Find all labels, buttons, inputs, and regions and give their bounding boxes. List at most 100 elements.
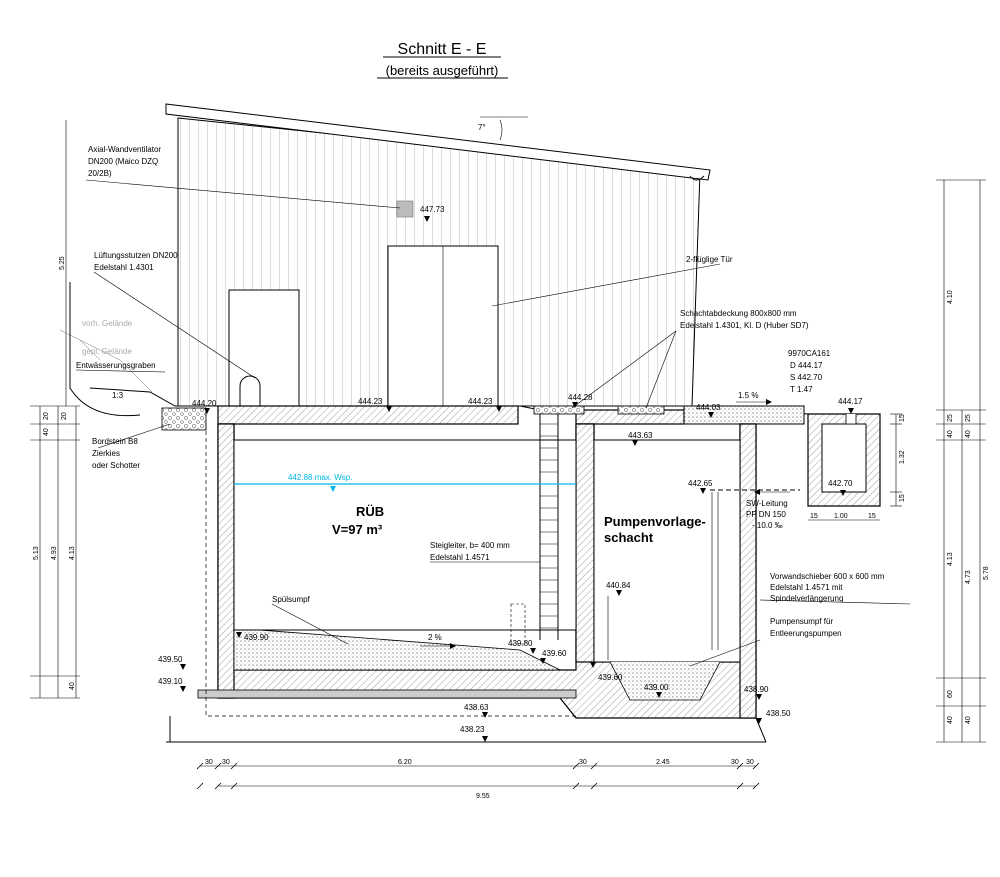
dim-l525: 5.25: [59, 256, 66, 270]
dim-s132: 1.32: [899, 450, 906, 464]
labels: Axial-Wandventilator DN200 (Maico DZQ 20…: [76, 145, 885, 642]
rub-chamber: [233, 439, 577, 631]
pump-shaft-chamber: [593, 439, 741, 663]
elev-43850: 438.50: [766, 709, 791, 718]
dim-s15a: 15: [899, 414, 906, 422]
elev-44363: 443.63: [628, 431, 653, 440]
dim-tick: [230, 762, 238, 770]
label-gefaelle-1: 2 %: [428, 633, 442, 642]
elev-44423a: 444.23: [358, 397, 383, 406]
dim-r413: 4.13: [947, 552, 954, 566]
label-stutzen-2: Edelstahl 1.4301: [94, 263, 154, 272]
base-blinding: [197, 689, 577, 699]
dim-r25a: 25: [947, 414, 954, 422]
label-sumpf-2: Entleerungspumpen: [770, 629, 842, 638]
label-mh-4: T 1.47: [790, 385, 813, 394]
label-rueb-1: RÜB: [356, 504, 384, 519]
label-gefaelle-2: 1.5 %: [738, 391, 758, 400]
dim-245: 2.45: [656, 759, 670, 766]
label-ventilator-1: Axial-Wandventilator: [88, 145, 161, 154]
dim-30b: 30: [222, 759, 230, 766]
roof-angle: 7°: [478, 123, 486, 132]
slide-gate: [510, 603, 526, 645]
top-slab-left: [217, 405, 519, 425]
label-slope: 1:3: [112, 391, 124, 400]
elev-44423b: 444.23: [468, 397, 493, 406]
elev-43960a: 439.60: [542, 649, 567, 658]
gravel-bed: [161, 407, 207, 431]
label-bord-3: oder Schotter: [92, 461, 140, 470]
elev-43960b: 439.60: [598, 673, 623, 682]
shaft-cover: [533, 405, 585, 415]
water-marker: [330, 486, 336, 492]
dim-30d: 30: [731, 759, 739, 766]
label-mh-1: 9970CA161: [788, 349, 831, 358]
dim-s15c: 15: [810, 513, 818, 520]
label-schacht-1: Schachtabdeckung 800x800 mm: [680, 309, 797, 318]
dim-955: 9.55: [476, 793, 490, 800]
elev-44270: 442.70: [828, 479, 853, 488]
elevation-markers: [180, 216, 854, 742]
label-spuel: Spülsumpf: [272, 595, 311, 604]
elev-43863: 438.63: [464, 703, 489, 712]
drainage-ditch: [69, 282, 141, 417]
dim-tick: [572, 782, 580, 790]
label-ventilator-2: DN200 (Maico DZQ: [88, 157, 158, 166]
dim-tick: [752, 762, 760, 770]
dim-r410: 4.10: [947, 290, 954, 304]
left-wall: [217, 423, 235, 699]
elev-43910: 439.10: [158, 677, 183, 686]
label-sumpf-1: Pumpensumpf für: [770, 617, 833, 626]
ventilator-icon: [396, 200, 414, 218]
flushing-sump-fill: [233, 627, 561, 671]
middle-wall: [575, 423, 595, 663]
ladder: [539, 414, 559, 640]
elev-44403: 444.03: [696, 403, 721, 412]
label-ventilator-3: 20/2B): [88, 169, 112, 178]
vent-pipe: [239, 375, 261, 406]
label-bord-2: Zierkies: [92, 449, 120, 458]
gutter: [689, 175, 705, 181]
elev-43950: 439.50: [158, 655, 183, 664]
dim-l20a: 20: [43, 412, 50, 420]
dim-l20b: 20: [61, 412, 68, 420]
elev-43980: 439.80: [508, 639, 533, 648]
dim-tick: [590, 762, 598, 770]
dimension-chain-left: [30, 120, 80, 699]
dim-30a: 30: [205, 759, 213, 766]
dim-tick: [736, 762, 744, 770]
right-wall: [739, 423, 757, 719]
pump-sump: [594, 661, 740, 701]
right-dim-labels: 4.10 25 25 40 40 4.13 4.73 5.78 60 40 40…: [810, 290, 990, 724]
label-pump-1: Pumpenvorlage-: [604, 514, 706, 529]
elev-44417: 444.17: [838, 397, 863, 406]
manhole-interior: [821, 423, 867, 493]
dim-r40c: 40: [947, 716, 954, 724]
dim-l40b: 40: [69, 682, 76, 690]
drawing-subtitle: (bereits ausgeführt): [386, 63, 499, 78]
dim-tick: [736, 782, 744, 790]
dim-620: 6.20: [398, 759, 412, 766]
label-graben: Entwässerungsgraben: [76, 361, 156, 370]
label-vorh-gelaende: vorh. Gelände: [82, 319, 133, 328]
elev-44773: 447.73: [420, 205, 445, 214]
label-mh-3: S 442.70: [790, 373, 823, 382]
label-schieber-3: Spindelverlängerung: [770, 594, 843, 603]
dim-s100: 1.00: [834, 513, 848, 520]
roof: [165, 103, 711, 181]
dimension-chain-horizontal: [200, 765, 756, 787]
drawing-title: Schnitt E - E: [398, 41, 487, 58]
elev-43890: 438.90: [744, 685, 769, 694]
label-sw-2: PP DN 150: [746, 510, 786, 519]
label-schacht-2: Edelstahl 1.4301, Kl. D (Huber SD7): [680, 321, 809, 330]
left-dim-labels: 5.25 20 40 20 5.13 4.93 4.13 40: [33, 256, 76, 690]
label-schieber-2: Edelstahl 1.4571 mit: [770, 583, 843, 592]
dim-l513: 5.13: [33, 546, 40, 560]
dim-tick: [196, 762, 204, 770]
side-door: [228, 289, 300, 407]
dim-tick: [752, 782, 760, 790]
dim-tick: [230, 782, 238, 790]
dim-r40a: 40: [947, 430, 954, 438]
dim-tick: [590, 782, 598, 790]
